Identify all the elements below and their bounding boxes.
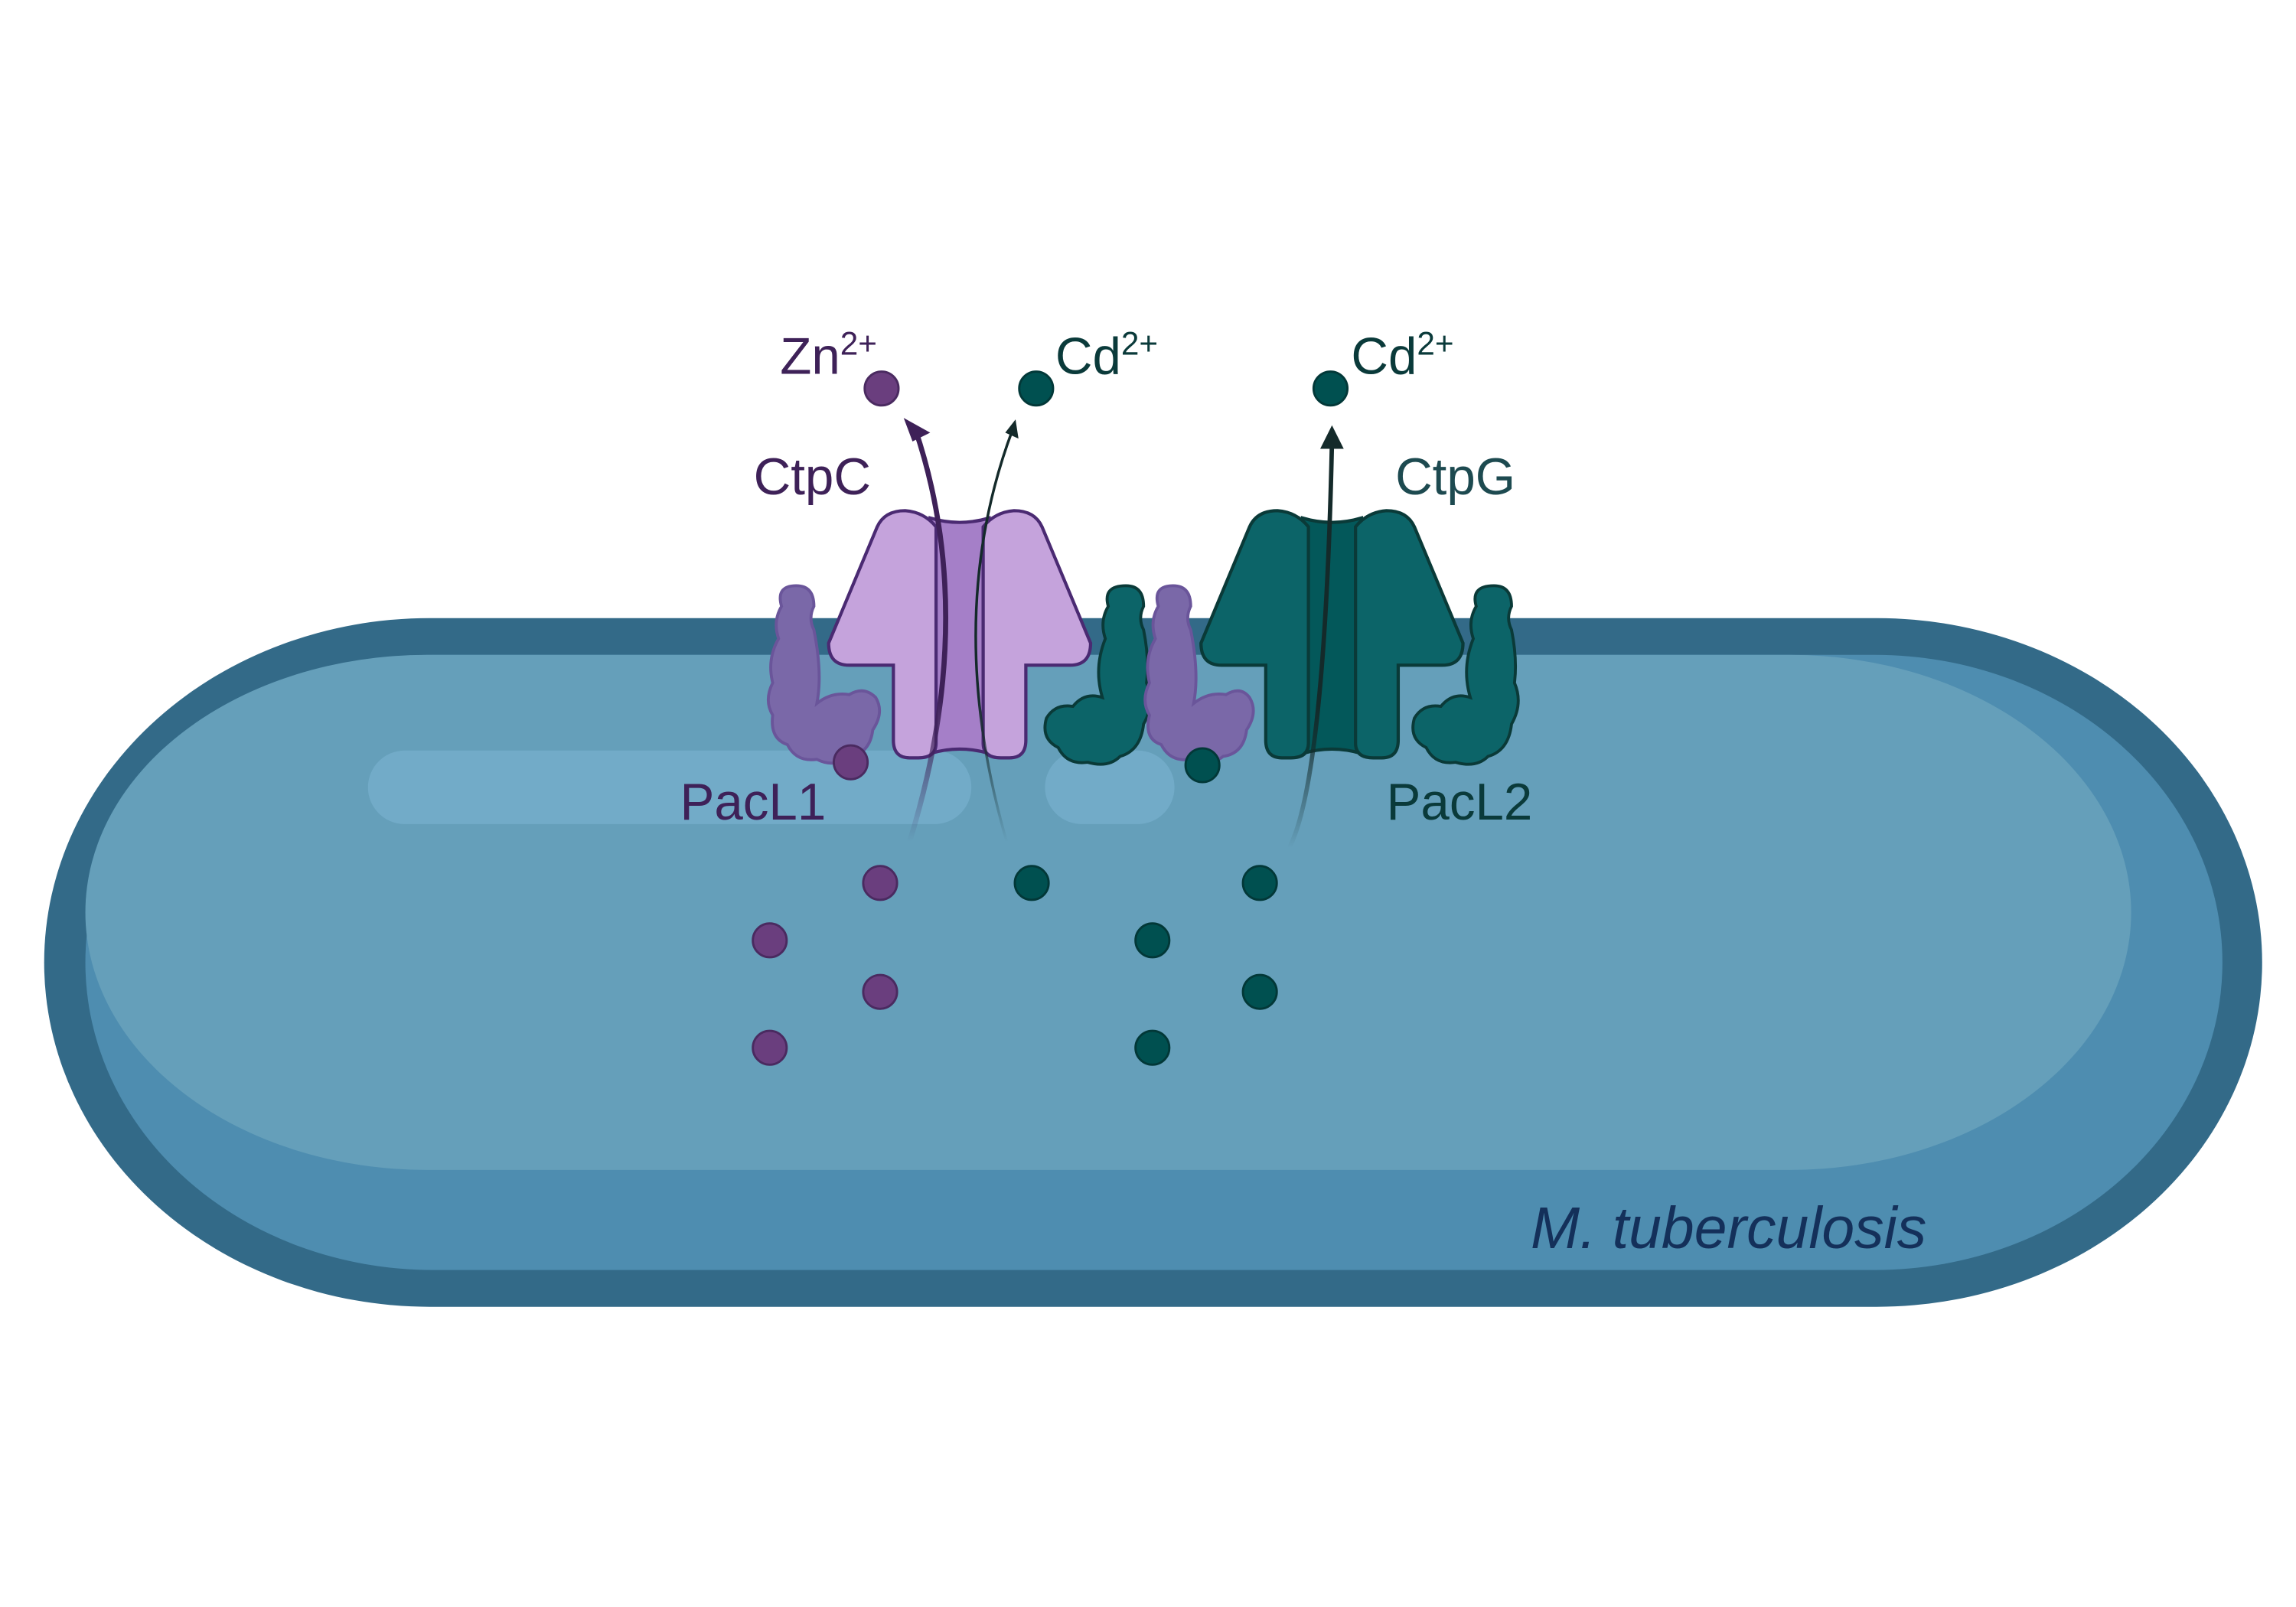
- arrowhead-icon: [1320, 425, 1344, 449]
- zinc-ion: [752, 1029, 788, 1066]
- ctpc-left-subunit: [827, 509, 938, 760]
- cd-export-arrow-ctpg: [1287, 425, 1344, 849]
- ctpg-label: CtpG: [1395, 448, 1515, 506]
- bacterial-cell: [44, 618, 2262, 1307]
- zinc-ion: [863, 370, 900, 407]
- ctpc-label: CtpC: [754, 448, 871, 506]
- pacl2-chaperone-ctpc-right: [1043, 584, 1152, 766]
- cadmium-ion: [1134, 1029, 1171, 1066]
- ctpc-right-subunit: [981, 509, 1093, 760]
- cadmium-ion: [1241, 973, 1278, 1010]
- zinc-ions: [752, 370, 900, 1066]
- cadmium-ions: [1013, 370, 1349, 1066]
- cd-ion-label-ctpc: Cd2+: [1055, 325, 1158, 385]
- arrowhead-icon: [1005, 419, 1019, 439]
- zinc-ion: [752, 922, 788, 959]
- zn-ion-label: Zn2+: [780, 325, 877, 385]
- pacl2-chaperone-ctpg-right: [1411, 584, 1520, 766]
- cd-export-arrow-ctpc: [974, 419, 1019, 843]
- cadmium-ion: [1241, 865, 1278, 901]
- zinc-ion: [832, 744, 869, 781]
- pacl1-chaperone-right: [1143, 584, 1255, 765]
- zinc-ion: [862, 865, 899, 901]
- ctpg-right-subunit: [1354, 509, 1465, 760]
- cadmium-ion: [1013, 865, 1050, 901]
- cd-ion-label-ctpg: Cd2+: [1351, 325, 1453, 385]
- cadmium-ion: [1134, 922, 1171, 959]
- zn-export-arrow: [903, 418, 948, 843]
- cytoplasm-stripe: [1045, 750, 1175, 824]
- cytoplasm-stripe: [367, 750, 972, 824]
- cadmium-ion: [1018, 370, 1055, 407]
- cadmium-ion: [1312, 370, 1349, 407]
- pacl1-label: PacL1: [680, 774, 826, 831]
- arrowhead-icon: [903, 418, 931, 442]
- organism-label: M. tuberculosis: [1531, 1195, 1926, 1261]
- ctpg-left-subunit: [1199, 509, 1310, 760]
- pacl2-label: PacL2: [1387, 774, 1533, 831]
- cadmium-ion: [1184, 747, 1221, 784]
- ctpg-channel: [1300, 516, 1363, 756]
- zinc-ion: [862, 973, 899, 1010]
